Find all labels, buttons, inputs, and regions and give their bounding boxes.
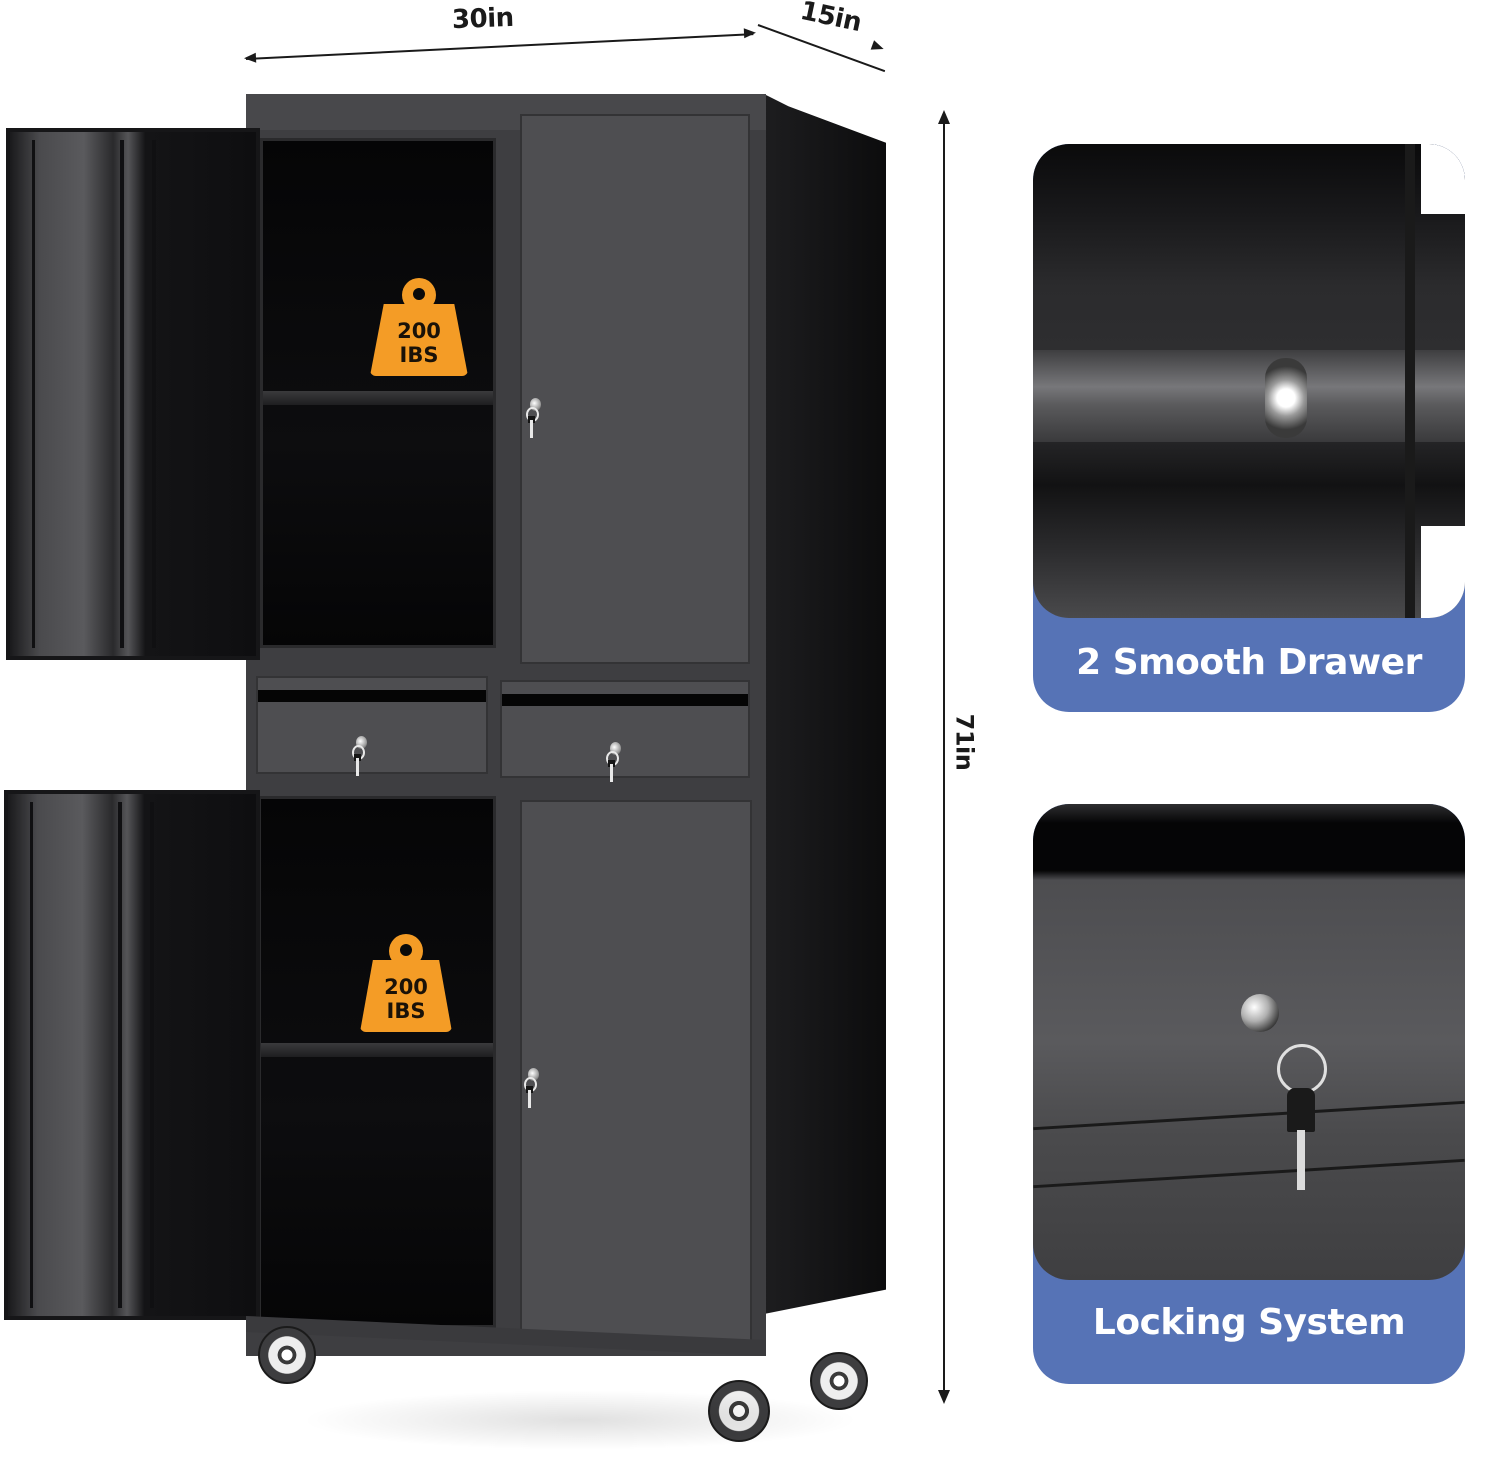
upper-door-lock-icon[interactable] bbox=[526, 398, 542, 438]
depth-label: 15in bbox=[797, 0, 865, 39]
lock-cylinder-icon bbox=[1241, 994, 1279, 1032]
storage-cabinet: 200 IBS 200 IBS bbox=[0, 90, 900, 1450]
cabinet-side-panel bbox=[764, 94, 886, 1314]
left-drawer-lock-icon[interactable] bbox=[352, 736, 368, 776]
drawer-left[interactable] bbox=[256, 676, 488, 774]
height-arrow-top-icon bbox=[938, 110, 950, 124]
white-gap-bottom bbox=[1421, 526, 1465, 618]
lower-left-door-open[interactable] bbox=[4, 790, 260, 1320]
caster-wheel-front-right-icon bbox=[708, 1380, 770, 1442]
drawer-slide-photo bbox=[1033, 144, 1465, 618]
weight-icon bbox=[413, 288, 425, 300]
door-seam-line bbox=[1033, 1100, 1465, 1131]
white-gap bbox=[1421, 144, 1465, 214]
height-arrow-bottom-icon bbox=[938, 1390, 950, 1404]
drawer-right[interactable] bbox=[500, 680, 750, 778]
key-blade-icon bbox=[1297, 1130, 1305, 1190]
width-label: 30in bbox=[451, 2, 515, 36]
ball-bearing-slide-icon bbox=[1265, 358, 1307, 438]
width-arrow-right-icon bbox=[743, 27, 757, 39]
caster-wheel-back-right-icon bbox=[810, 1352, 868, 1410]
feature-label-lock: Locking System bbox=[1092, 1302, 1406, 1343]
feature-label-drawer: 2 Smooth Drawer bbox=[1076, 642, 1422, 683]
key-lock-photo bbox=[1033, 804, 1465, 1280]
feature-card-lock: Locking System bbox=[1033, 804, 1465, 1384]
caster-wheel-front-left-icon bbox=[258, 1326, 316, 1384]
upper-weight-capacity-badge: 200 IBS bbox=[370, 278, 468, 378]
weight-icon bbox=[400, 944, 412, 956]
lower-weight-capacity-badge: 200 IBS bbox=[360, 934, 452, 1034]
upper-left-door-open[interactable] bbox=[6, 128, 260, 660]
width-arrow-left-icon bbox=[243, 52, 257, 64]
lower-right-door[interactable] bbox=[520, 800, 752, 1344]
right-drawer-lock-icon[interactable] bbox=[606, 742, 622, 782]
key-ring-icon bbox=[1277, 1044, 1327, 1094]
lower-shelf bbox=[261, 1043, 493, 1057]
upper-shelf bbox=[263, 391, 493, 405]
upper-left-compartment bbox=[260, 138, 496, 648]
width-dimension-line bbox=[245, 33, 754, 60]
door-seam-line-2 bbox=[1033, 1158, 1465, 1189]
lower-left-compartment bbox=[258, 796, 496, 1328]
depth-dimension-line bbox=[757, 24, 886, 73]
lower-door-lock-icon[interactable] bbox=[524, 1068, 540, 1108]
height-label: 71in bbox=[950, 713, 979, 771]
feature-card-drawer: 2 Smooth Drawer bbox=[1033, 144, 1465, 712]
floor-shadow bbox=[300, 1390, 860, 1450]
depth-arrow-right-icon bbox=[870, 40, 886, 54]
key-head-icon bbox=[1287, 1088, 1315, 1132]
cabinet-edge bbox=[1405, 144, 1415, 618]
height-dimension-line bbox=[943, 118, 945, 1398]
drawer-slide-rail bbox=[1033, 350, 1465, 442]
upper-right-door[interactable] bbox=[520, 114, 750, 664]
